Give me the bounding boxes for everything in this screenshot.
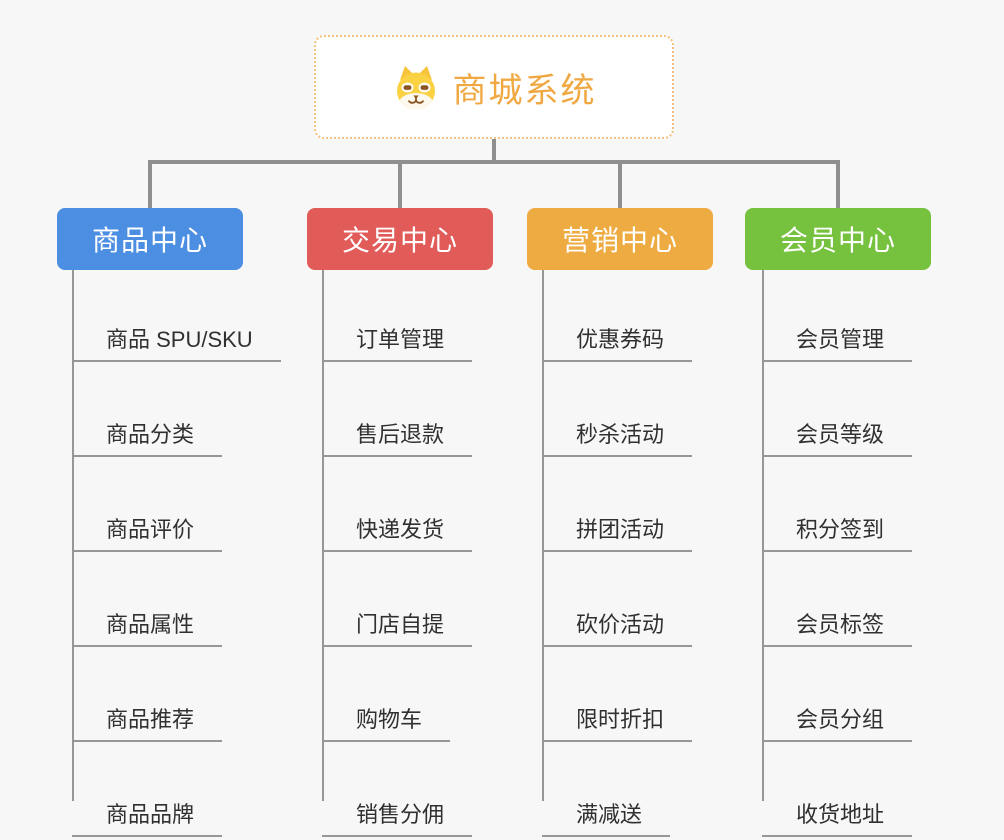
connector-stub-members xyxy=(836,160,840,208)
connector-root-stem xyxy=(492,139,496,164)
child-node[interactable]: 订单管理 xyxy=(322,270,473,362)
child-node[interactable]: 限时折扣 xyxy=(542,647,693,742)
child-node[interactable]: 商品分类 xyxy=(72,362,223,457)
connector-stub-trade xyxy=(398,160,402,208)
child-node[interactable]: 购物车 xyxy=(322,647,451,742)
child-node[interactable]: 会员标签 xyxy=(762,552,913,647)
branch-children-members: 会员管理 会员等级 积分签到 会员标签 会员分组 收货地址 xyxy=(762,270,913,837)
child-node[interactable]: 门店自提 xyxy=(322,552,473,647)
root-node[interactable]: 商城系统 xyxy=(314,35,674,139)
branch-children-marketing: 优惠券码 秒杀活动 拼团活动 砍价活动 限时折扣 满减送 xyxy=(542,270,693,837)
child-node[interactable]: 售后退款 xyxy=(322,362,473,457)
branch-label: 会员中心 xyxy=(779,225,896,256)
child-node[interactable]: 商品属性 xyxy=(72,552,223,647)
child-node[interactable]: 会员等级 xyxy=(762,362,913,457)
child-node[interactable]: 商品品牌 xyxy=(72,742,223,837)
connector-stub-products xyxy=(148,160,152,208)
branch-children-trade: 订单管理 售后退款 快递发货 门店自提 购物车 销售分佣 xyxy=(322,270,473,837)
branch-label: 商品中心 xyxy=(91,225,208,256)
branch-children-products: 商品 SPU/SKU 商品分类 商品评价 商品属性 商品推荐 商品品牌 xyxy=(72,270,281,837)
root-title: 商城系统 xyxy=(452,71,597,110)
child-node[interactable]: 快递发货 xyxy=(322,457,473,552)
branch-spine-line xyxy=(72,270,74,801)
child-node[interactable]: 拼团活动 xyxy=(542,457,693,552)
branch-spine-line xyxy=(542,270,544,801)
child-node[interactable]: 砍价活动 xyxy=(542,552,693,647)
branch-spine-line xyxy=(322,270,324,801)
connector-bus xyxy=(148,160,840,164)
child-node[interactable]: 商品推荐 xyxy=(72,647,223,742)
child-node[interactable]: 积分签到 xyxy=(762,457,913,552)
branch-spine-line xyxy=(762,270,764,801)
branch-node-members[interactable]: 会员中心 xyxy=(745,208,931,270)
child-node[interactable]: 优惠券码 xyxy=(542,270,693,362)
branch-label: 营销中心 xyxy=(561,225,678,256)
child-node[interactable]: 秒杀活动 xyxy=(542,362,693,457)
branch-label: 交易中心 xyxy=(341,225,458,256)
child-node[interactable]: 会员管理 xyxy=(762,270,913,362)
child-node[interactable]: 商品 SPU/SKU xyxy=(72,270,281,362)
child-node[interactable]: 收货地址 xyxy=(762,742,913,837)
connector-stub-marketing xyxy=(618,160,622,208)
branch-node-products[interactable]: 商品中心 xyxy=(57,208,243,270)
child-node[interactable]: 商品评价 xyxy=(72,457,223,552)
child-node[interactable]: 销售分佣 xyxy=(322,742,473,837)
dog-face-icon xyxy=(392,63,440,111)
branch-node-trade[interactable]: 交易中心 xyxy=(307,208,493,270)
child-node[interactable]: 满减送 xyxy=(542,742,671,837)
branch-node-marketing[interactable]: 营销中心 xyxy=(527,208,713,270)
child-node[interactable]: 会员分组 xyxy=(762,647,913,742)
